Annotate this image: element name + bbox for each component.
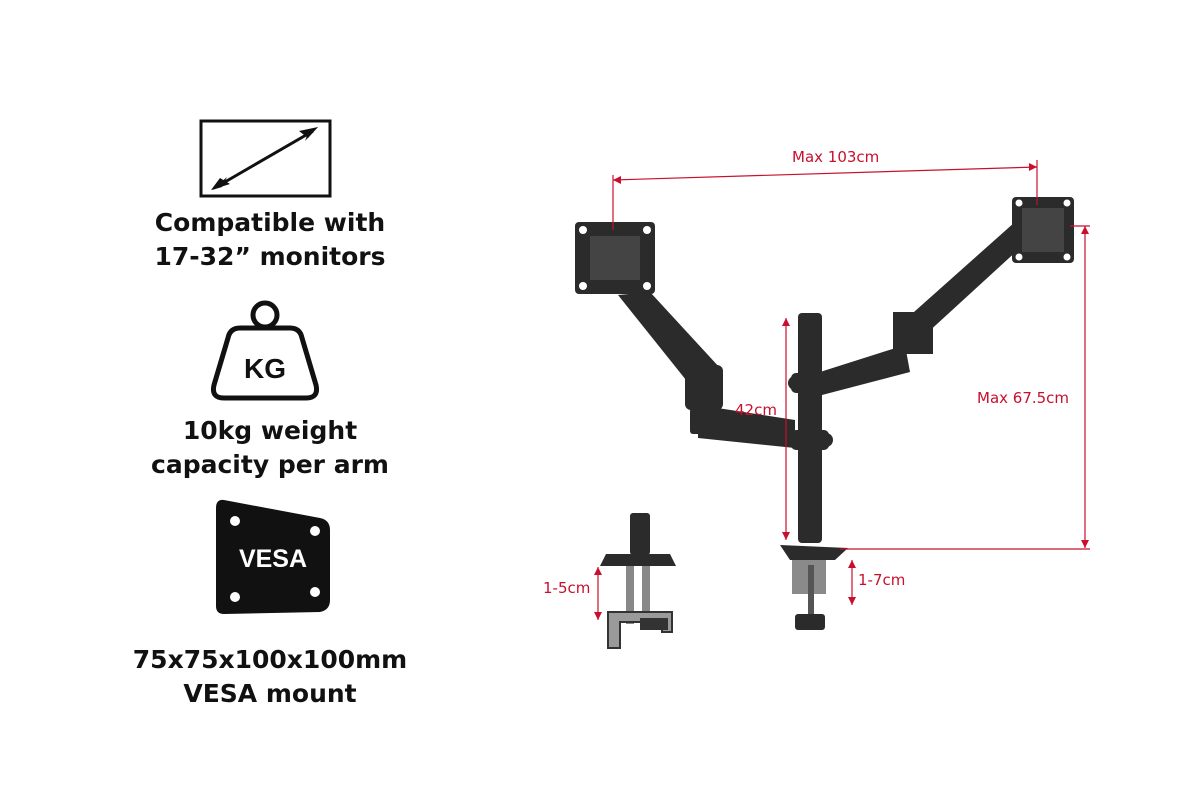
left-arm: [618, 292, 795, 448]
clamp-thickness-label: 1-7cm: [858, 571, 906, 589]
pole-height-label: 42cm: [735, 401, 777, 419]
right-vesa-bracket: [1012, 197, 1074, 263]
weight-kg-icon: KG: [211, 300, 319, 401]
diagonal-arrow-icon: [199, 119, 332, 198]
vesa-caption: 75x75x100x100mm VESA mount: [100, 643, 440, 711]
mount-pole: [780, 313, 848, 630]
weight-line2: capacity per arm: [151, 450, 389, 479]
weight-caption: 10kg weight capacity per arm: [100, 414, 440, 482]
vesa-line2: VESA mount: [183, 679, 357, 708]
dimension-lines: [597, 160, 1090, 620]
vesa-icon-text: VESA: [239, 545, 307, 573]
monitor-size-line1: Compatible with: [154, 208, 386, 237]
vesa-plate-icon: VESA: [216, 499, 330, 614]
dimension-arrowheads: [594, 163, 1089, 620]
left-vesa-bracket: [575, 222, 655, 294]
weight-line1: 10kg weight: [182, 416, 358, 445]
vesa-line1: 75x75x100x100mm: [132, 645, 408, 674]
monitor-size-caption: Compatible with 17-32” monitors: [100, 206, 440, 274]
max-width-label: Max 103cm: [792, 148, 880, 166]
monitor-size-line2: 17-32” monitors: [154, 242, 386, 271]
right-arm: [820, 222, 1020, 395]
kg-icon-text: KG: [244, 353, 286, 384]
grommet-thickness-label: 1-5cm: [543, 579, 591, 597]
grommet-mount: [600, 513, 676, 649]
max-height-label: Max 67.5cm: [977, 389, 1070, 407]
